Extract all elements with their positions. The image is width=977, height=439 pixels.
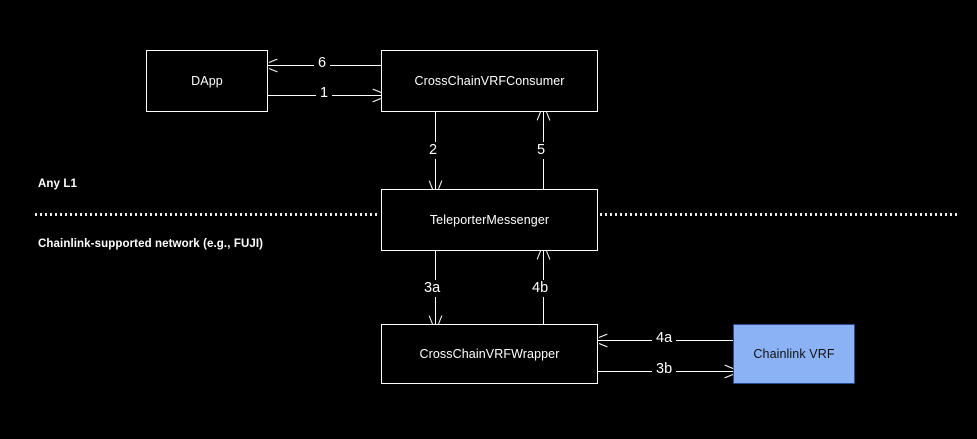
node-dapp-label: DApp (191, 73, 223, 88)
edge-3b-label: 3b (652, 361, 677, 378)
node-teleportermessenger[interactable]: TeleporterMessenger (381, 189, 598, 251)
edge-2-label: 2 (425, 142, 442, 159)
zone-label-any-l1: Any L1 (38, 178, 77, 190)
network-boundary-left (35, 213, 379, 216)
node-crosschainvrfconsumer-label: CrossChainVRFConsumer (414, 73, 565, 88)
network-boundary-right (600, 213, 960, 216)
edge-3a-label: 3a (420, 280, 445, 297)
edge-4b-label: 4b (528, 280, 553, 297)
edge-4a-label: 4a (652, 330, 677, 347)
edge-5-label: 5 (533, 142, 550, 159)
node-crosschainvrfconsumer[interactable]: CrossChainVRFConsumer (381, 50, 598, 112)
node-teleportermessenger-label: TeleporterMessenger (429, 212, 550, 227)
node-crosschainvrfwrapper[interactable]: CrossChainVRFWrapper (381, 324, 598, 384)
node-chainlink-vrf[interactable]: Chainlink VRF (733, 324, 855, 384)
node-crosschainvrfwrapper-label: CrossChainVRFWrapper (419, 346, 560, 361)
edge-6-label: 6 (314, 55, 331, 72)
node-chainlink-vrf-label: Chainlink VRF (753, 346, 835, 361)
edge-1-label: 1 (316, 85, 333, 102)
zone-label-chainlink-network: Chainlink-supported network (e.g., FUJI) (38, 238, 264, 250)
node-dapp[interactable]: DApp (146, 50, 268, 112)
